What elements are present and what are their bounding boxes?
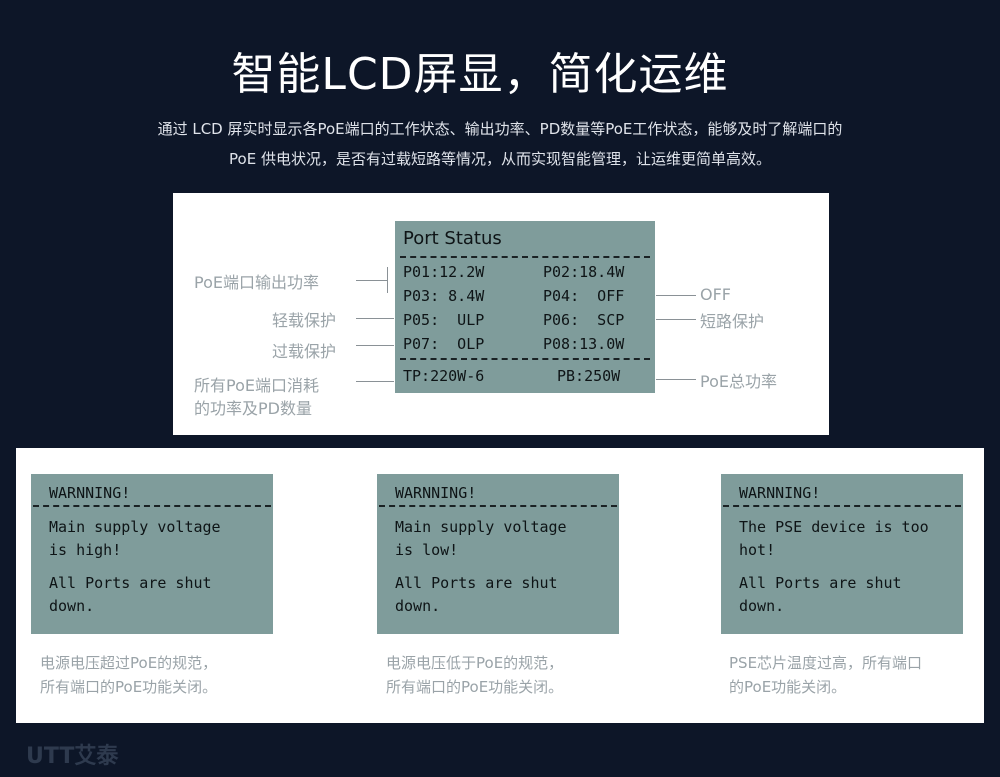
warning-line: down. [49, 597, 95, 615]
caption-line: 电源电压低于PoE的规范， [386, 654, 564, 672]
warning-title: WARNNING! [395, 484, 477, 502]
warning-line: down. [739, 597, 785, 615]
warning-caption-low-voltage: 电源电压低于PoE的规范， 所有端口的PoE功能关闭。 [386, 651, 563, 699]
port-status-lcd: Port Status P01:12.2W P02:18.4W P03: 8.4… [395, 221, 655, 393]
warning-title: WARNNING! [49, 484, 131, 502]
description-line-2: PoE 供电状况，是否有过载短路等情况，从而实现智能管理，让运维更简单高效。 [229, 150, 771, 168]
port-p08: P08:13.0W [543, 335, 625, 353]
annotation-connector [356, 318, 394, 319]
annotation-connector [356, 345, 394, 346]
warning-line: All Ports are shut [49, 574, 212, 592]
port-p05: P05: ULP [403, 311, 485, 329]
port-p06: P06: SCP [543, 311, 625, 329]
port-p02: P02:18.4W [543, 263, 625, 281]
caption-line: 电源电压超过PoE的规范， [40, 654, 218, 672]
caption-line: 所有端口的PoE功能关闭。 [40, 678, 218, 696]
annotation-total-poe-power: PoE总功率 [700, 372, 777, 391]
warning-line: Main supply voltage [395, 518, 567, 536]
brand-logo: UTT艾泰 [26, 744, 119, 769]
lcd-header: Port Status [403, 228, 502, 249]
annotation-off: OFF [700, 285, 731, 304]
total-power: TP:220W-6 [403, 367, 485, 385]
lcd-divider [400, 256, 650, 258]
warning-line: Main supply voltage [49, 518, 221, 536]
port-p01: P01:12.2W [403, 263, 485, 281]
description-line-1: 通过 LCD 屏实时显示各PoE端口的工作状态、输出功率、PD数量等PoE工作状… [157, 120, 843, 138]
annotation-connector [656, 319, 696, 320]
annotation-connector [356, 381, 394, 382]
page-title: 智能LCD屏显，简化运维 [231, 49, 729, 100]
annotation-connector [356, 280, 388, 281]
annotation-light-load: 轻载保护 [272, 311, 337, 330]
warning-line: All Ports are shut [739, 574, 902, 592]
power-budget: PB:250W [557, 367, 621, 385]
warning-line: The PSE device is too [739, 518, 929, 536]
port-p04: P04: OFF [543, 287, 625, 305]
port-p07: P07: OLP [403, 335, 485, 353]
warning-lcd-high-voltage: WARNNING! Main supply voltage is high! A… [31, 474, 273, 634]
warnings-panel: WARNNING! Main supply voltage is high! A… [16, 448, 984, 723]
caption-line: PSE芯片温度过高，所有端口 [729, 654, 923, 672]
port-status-panel: Port Status P01:12.2W P02:18.4W P03: 8.4… [173, 193, 829, 435]
warning-line: down. [395, 597, 441, 615]
warning-line: hot! [739, 541, 776, 559]
annotation-bracket [387, 267, 388, 293]
warning-title: WARNNING! [739, 484, 821, 502]
annotation-short-circuit: 短路保护 [700, 312, 765, 331]
annotation-overload: 过载保护 [272, 342, 337, 361]
annotation-connector [656, 379, 696, 380]
annotation-connector [656, 295, 696, 296]
lcd-divider [33, 505, 271, 507]
lcd-divider [400, 358, 650, 360]
caption-line: 所有端口的PoE功能关闭。 [386, 678, 564, 696]
warning-lcd-low-voltage: WARNNING! Main supply voltage is low! Al… [377, 474, 619, 634]
annotation-total-consumption-2: 的功率及PD数量 [194, 399, 312, 418]
caption-line: 的PoE功能关闭。 [729, 678, 847, 696]
lcd-divider [723, 505, 961, 507]
warning-line: All Ports are shut [395, 574, 558, 592]
warning-line: is high! [49, 541, 122, 559]
port-p03: P03: 8.4W [403, 287, 485, 305]
lcd-divider [379, 505, 617, 507]
annotation-port-output-power: PoE端口输出功率 [194, 273, 319, 292]
warning-lcd-overheat: WARNNING! The PSE device is too hot! All… [721, 474, 963, 634]
annotation-total-consumption-1: 所有PoE端口消耗 [194, 376, 319, 395]
warning-caption-high-voltage: 电源电压超过PoE的规范， 所有端口的PoE功能关闭。 [40, 651, 217, 699]
warning-line: is low! [395, 541, 459, 559]
warning-caption-overheat: PSE芯片温度过高，所有端口 的PoE功能关闭。 [729, 651, 922, 699]
